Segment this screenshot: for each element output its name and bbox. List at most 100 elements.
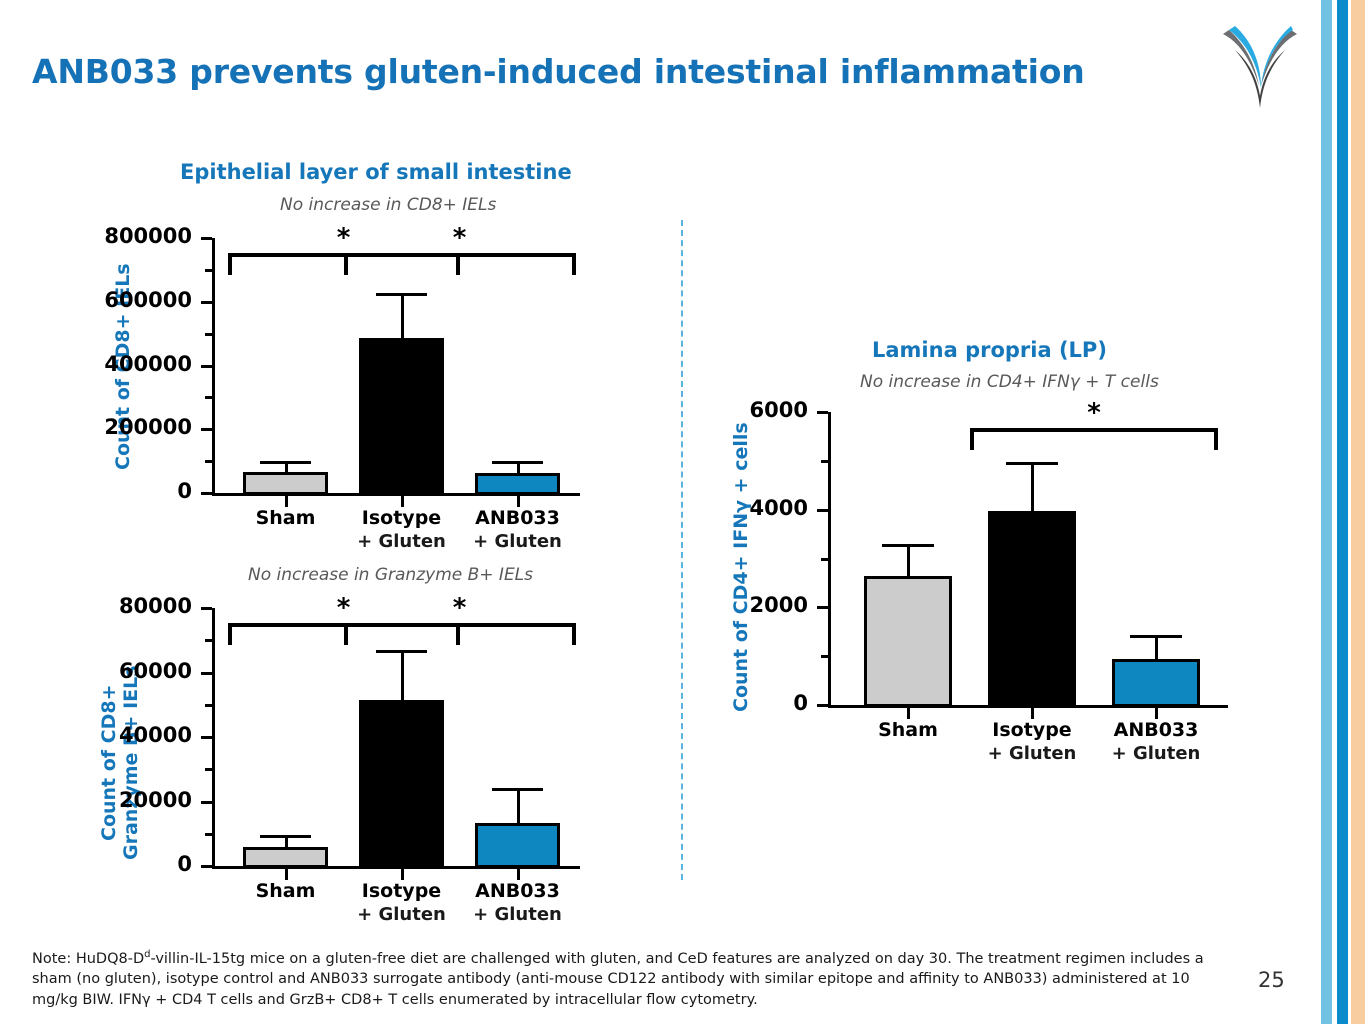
error-bar-cap-isotype (376, 649, 427, 653)
y-minor-tick (205, 460, 212, 464)
error-bar-stem-isotype (400, 649, 404, 700)
x-axis-label-anb033: ANB033+ Gluten (423, 507, 613, 553)
page-number: 25 (1258, 968, 1285, 992)
x-tick (400, 869, 404, 880)
x-tick (516, 496, 520, 507)
chart1-subtitle: No increase in CD8+ IELs (280, 195, 497, 215)
bar-isotype (988, 511, 1076, 707)
stripe-white-2 (1332, 0, 1337, 1024)
x-tick (1155, 708, 1158, 719)
error-bar-cap-sham (260, 461, 311, 465)
y-minor-tick (821, 655, 828, 659)
page-title: ANB033 prevents gluten-induced intestina… (32, 52, 1085, 91)
left-panel-heading: Epithelial layer of small intestine (180, 160, 572, 184)
y-tick (201, 428, 212, 432)
y-tick (201, 492, 212, 495)
footnote-body: -villin-IL-15tg mice on a gluten-free di… (32, 950, 1204, 1008)
stripe-light-blue (1321, 0, 1332, 1024)
significance-bracket-leg-left (970, 428, 974, 450)
y-minor-tick (205, 396, 212, 400)
y-tick-label: 800000 (104, 224, 192, 248)
significance-bracket-leg-left (343, 623, 348, 645)
y-tick-label: 60000 (118, 658, 192, 683)
chart2-y-axis-title: Count of CD8+ Granzyme B+ IELs (98, 665, 143, 860)
x-axis-sublabel-isotype: + Gluten (357, 903, 446, 925)
bar-sham (243, 847, 328, 868)
error-bar-stem-anb033 (516, 460, 520, 473)
x-axis-sublabel-anb033: + Gluten (473, 903, 562, 925)
y-tick-label: 6000 (749, 398, 808, 422)
x-tick (1031, 708, 1034, 719)
y-minor-tick (821, 459, 828, 463)
y-tick (201, 607, 212, 610)
stripe-white-3 (1348, 0, 1351, 1024)
y-tick (817, 606, 828, 610)
error-bar-cap-sham (260, 835, 311, 839)
bar-sham (243, 472, 328, 495)
significance-bracket-leg-right (455, 253, 460, 275)
error-bar-cap-anb033 (492, 460, 543, 464)
significance-bracket-leg-left (343, 253, 348, 275)
y-minor-tick (205, 639, 212, 643)
x-axis-label-isotype: Isotype+ Gluten (937, 719, 1127, 765)
stripe-dark-blue (1337, 0, 1348, 1024)
significance-bracket-leg-right (571, 253, 576, 275)
significance-star: * (1087, 398, 1101, 428)
footnote-superscript: d (144, 949, 151, 960)
x-tick (907, 708, 910, 719)
x-tick (284, 496, 288, 507)
significance-bracket-top (343, 253, 576, 257)
x-axis-sublabel-isotype: + Gluten (357, 530, 446, 552)
error-bar-cap-anb033 (492, 787, 543, 791)
significance-bracket-leg-right (571, 623, 576, 645)
y-minor-tick (205, 703, 212, 707)
y-tick (201, 865, 212, 868)
y-tick-label: 0 (793, 691, 808, 715)
error-bar-stem-anb033 (516, 787, 520, 824)
error-bar-cap-isotype (376, 293, 427, 297)
y-tick (201, 736, 212, 739)
y-axis-line (212, 238, 215, 495)
y-tick-label: 80000 (118, 594, 192, 618)
y-tick (201, 300, 212, 304)
x-axis-label-anb033: ANB033+ Gluten (1061, 719, 1251, 765)
significance-star: * (336, 223, 351, 253)
y-minor-tick (821, 557, 828, 561)
y-tick-label: 40000 (118, 723, 192, 747)
stripe-peach (1351, 0, 1365, 1024)
error-bar-cap-sham (881, 543, 935, 547)
company-antibody-y-logo (1205, 12, 1315, 122)
y-tick (201, 364, 212, 368)
edge-stripe-decoration (1317, 0, 1365, 1024)
error-bar-stem-sham (284, 461, 288, 473)
x-axis-label-sham: Sham (255, 507, 316, 529)
y-axis-line (828, 412, 831, 707)
right-panel-heading: Lamina propria (LP) (872, 338, 1107, 362)
y-tick-label: 0 (177, 852, 192, 876)
x-axis-label-sham: Sham (255, 880, 316, 902)
y-tick-label: 4000 (749, 495, 808, 520)
x-axis-sublabel-isotype: + Gluten (987, 742, 1077, 764)
y-minor-tick (205, 768, 212, 772)
x-axis-label-isotype: Isotype+ Gluten (307, 507, 497, 553)
significance-bracket-leg-right (1214, 428, 1218, 450)
error-bar-stem-sham (284, 835, 288, 848)
y-minor-tick (205, 268, 212, 272)
y-minor-tick (205, 332, 212, 336)
y-tick-label: 0 (177, 479, 192, 503)
x-axis-label-anb033: ANB033+ Gluten (423, 880, 613, 926)
x-axis-label-sham: Sham (878, 719, 938, 741)
significance-bracket-leg-left (227, 623, 232, 645)
footnote-text: Note: HuDQ8-Dd-villin-IL-15tg mice on a … (32, 948, 1212, 1011)
y-tick-label: 20000 (118, 787, 192, 812)
x-tick (284, 869, 288, 880)
y-tick-label: 600000 (104, 287, 192, 312)
error-bar-stem-anb033 (1155, 635, 1158, 660)
significance-bracket-leg-right (455, 623, 460, 645)
x-axis-sublabel-anb033: + Gluten (1111, 742, 1201, 764)
x-axis-label-isotype: Isotype+ Gluten (307, 880, 497, 926)
bar-isotype (359, 699, 444, 868)
y-tick (201, 671, 212, 675)
error-bar-stem-isotype (400, 293, 404, 338)
bar-anb033 (1112, 659, 1200, 707)
